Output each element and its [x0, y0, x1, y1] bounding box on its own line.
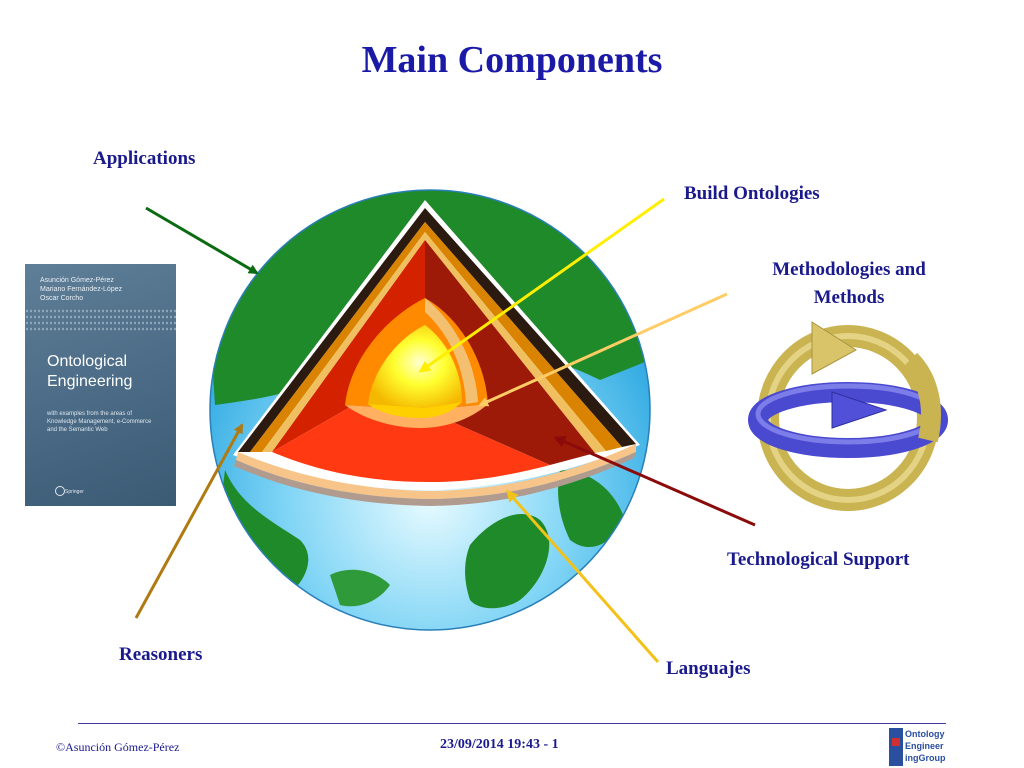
book-dot-pattern [25, 308, 176, 332]
arrow-technological-support [553, 436, 756, 527]
book-publisher: Springer [65, 489, 84, 495]
arrow-build-ontologies [418, 197, 665, 373]
footer-divider [78, 723, 946, 724]
book-cover-image: Asunción Gómez-Pérez Mariano Fernández-L… [25, 264, 176, 506]
arrow-methodologies [478, 292, 728, 407]
book-authors: Asunción Gómez-Pérez Mariano Fernández-L… [40, 277, 123, 302]
label-methodologies: Methodologies and Methods [772, 259, 926, 308]
label-reasoners: Reasoners [119, 644, 203, 665]
book-subtitle: with examples from the areas of Knowledg… [47, 411, 152, 433]
publisher-logo-icon [55, 486, 65, 496]
book-title: Ontological Engineering [47, 353, 133, 390]
footer-date-page: 23/09/2014 19:43 - 1 [440, 737, 559, 752]
footer-copyright: ©Asunción Gómez-Pérez [56, 740, 180, 754]
methodology-knot-icon [748, 321, 948, 511]
oeg-logo: Ontology Engineer ingGroup [889, 728, 947, 766]
oeg-logo-mark-icon [889, 728, 903, 766]
arrow-languajes [506, 489, 660, 663]
arrow-applications [145, 206, 259, 275]
label-build-ontologies: Build Ontologies [684, 183, 820, 204]
arrow-reasoners [134, 423, 244, 619]
label-technological-support: Technological Support [727, 549, 910, 570]
globe [209, 189, 651, 631]
label-languajes: Languajes [666, 658, 751, 679]
label-applications: Applications [93, 148, 196, 169]
oeg-logo-text: Ontology Engineer ingGroup [905, 729, 946, 763]
slide-title: Main Components [361, 39, 663, 81]
